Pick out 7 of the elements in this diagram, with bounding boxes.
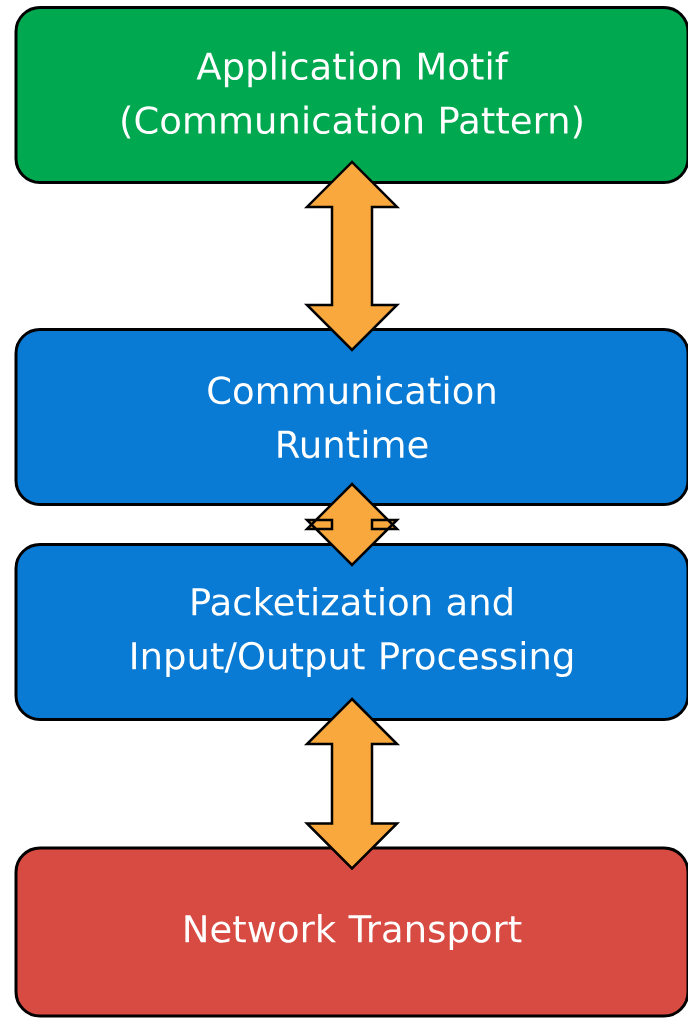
layer-box: Packetization and Input/Output Processing [14,543,688,721]
layer-box: Communication Runtime [14,328,688,506]
double-arrow [304,160,401,352]
double-arrow [304,482,401,567]
layer-box: Network Transport [14,846,688,1018]
double-arrow [304,697,401,871]
layer-box: Application Motif (Communication Pattern) [14,6,688,184]
